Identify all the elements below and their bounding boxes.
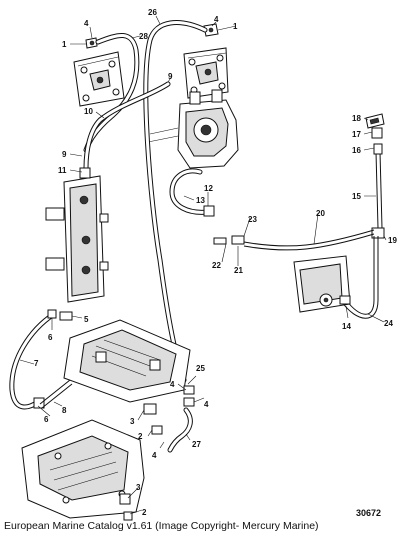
fuel-line-20	[243, 229, 375, 251]
hose-13	[169, 168, 215, 217]
leader-lines	[19, 15, 387, 515]
callout-4-mid-b: 4	[204, 400, 209, 409]
fittings-21-23	[213, 235, 245, 245]
callout-19: 19	[388, 236, 397, 245]
callout-6-lower: 6	[44, 415, 49, 424]
callout-17: 17	[352, 130, 361, 139]
hose-10	[83, 81, 171, 171]
callout-23: 23	[248, 215, 257, 224]
hose-7	[9, 311, 57, 410]
fittings-lower	[119, 385, 195, 521]
callout-28: 28	[139, 32, 148, 41]
callout-27: 27	[192, 440, 201, 449]
callout-9-lower: 9	[62, 150, 67, 159]
callout-4-top-right: 4	[214, 15, 219, 24]
callout-2-mid: 2	[138, 432, 143, 441]
fuel-line-24	[339, 236, 379, 319]
figure-id: 30672	[356, 508, 382, 518]
callout-labels: 1 4 28 26 4 1 9 10 9 11 12 13 18 17 16 1…	[34, 8, 397, 517]
adapter-plate-lower	[21, 419, 145, 519]
callout-3-low: 3	[136, 483, 141, 492]
intake-manifold-upper	[63, 319, 191, 403]
callout-10: 10	[84, 107, 93, 116]
fitting-left-top	[85, 37, 98, 49]
callout-25: 25	[196, 364, 205, 373]
callout-4-low: 4	[152, 451, 157, 460]
fuel-pump	[293, 255, 351, 313]
callout-16: 16	[352, 146, 361, 155]
hose-27	[167, 407, 193, 453]
callout-22: 22	[212, 261, 221, 270]
catalog-caption: European Marine Catalog v1.61 (Image Cop…	[4, 520, 319, 532]
callout-12: 12	[204, 184, 213, 193]
fuel-line-8	[39, 379, 73, 409]
callout-18: 18	[352, 114, 361, 123]
carburetor-cover-left	[73, 51, 125, 107]
fuel-manifold	[45, 167, 109, 303]
callout-5: 5	[84, 315, 89, 324]
fuel-line-15	[375, 151, 383, 229]
callout-26: 26	[148, 8, 157, 17]
callout-2-low: 2	[142, 508, 147, 517]
callout-15: 15	[352, 192, 361, 201]
callout-3-mid: 3	[130, 417, 135, 426]
fitting-17	[371, 127, 383, 139]
hose-28	[83, 33, 140, 153]
carburetor-body	[147, 89, 239, 169]
callout-7: 7	[34, 359, 39, 368]
callout-14: 14	[342, 322, 351, 331]
callout-11: 11	[58, 166, 67, 175]
callout-9-upper: 9	[168, 72, 173, 81]
callout-24: 24	[384, 319, 393, 328]
fitting-right-top	[203, 23, 219, 37]
hose-26	[143, 20, 208, 383]
callout-20: 20	[316, 209, 325, 218]
callout-1-top-right: 1	[233, 22, 238, 31]
callout-1-top-left: 1	[62, 40, 67, 49]
callout-21: 21	[234, 266, 243, 275]
callout-4-mid-a: 4	[170, 380, 175, 389]
callout-6-upper: 6	[48, 333, 53, 342]
fitting-18	[365, 113, 385, 129]
callout-13: 13	[196, 196, 205, 205]
callout-4-top-left: 4	[84, 19, 89, 28]
callout-8: 8	[62, 406, 67, 415]
fitting-16	[373, 143, 383, 155]
